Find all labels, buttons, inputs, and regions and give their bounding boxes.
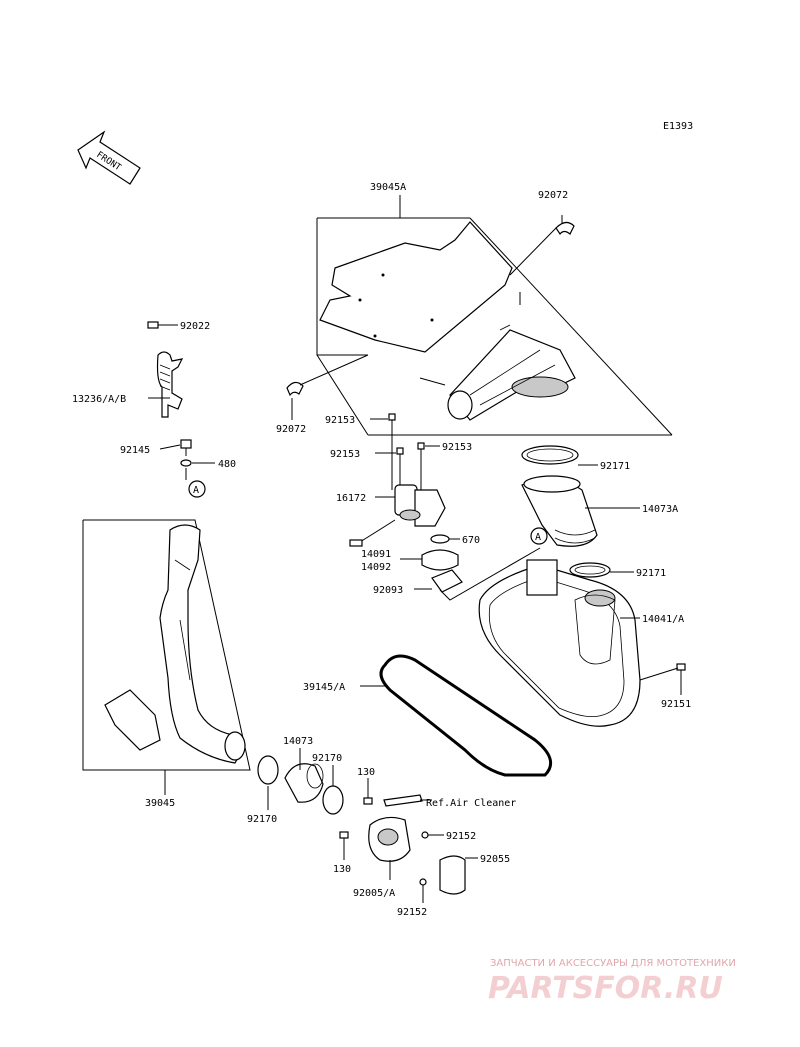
label-92005a: 92005/A	[353, 888, 395, 899]
label-92072-top: 92072	[538, 190, 568, 201]
label-39045: 39045	[145, 798, 175, 809]
bolt-130-top	[363, 778, 373, 805]
label-92152-bot: 92152	[397, 907, 427, 918]
svg-text:A: A	[535, 532, 541, 543]
clamp-92171-mid	[569, 562, 611, 578]
cover-14041a	[478, 559, 641, 727]
diagram-code: E1393	[663, 121, 693, 132]
clip-92072-left	[286, 381, 304, 397]
cover-92005a	[368, 816, 411, 862]
label-480: 480	[218, 459, 236, 470]
clip-92072-top	[555, 215, 575, 236]
label-92153-c: 92153	[442, 442, 472, 453]
label-92151: 92151	[661, 699, 691, 710]
bolts-92153	[388, 413, 425, 492]
washer-92152-top	[421, 831, 429, 839]
belt-39145a	[379, 654, 553, 777]
label-92055: 92055	[480, 854, 510, 865]
ref-air-cleaner-pipe	[383, 794, 432, 807]
svg-text:A: A	[193, 485, 199, 496]
gasket-92093	[431, 569, 463, 593]
label-92170-bot: 92170	[247, 814, 277, 825]
label-14091: 14091	[361, 549, 391, 560]
label-92022: 92022	[180, 321, 210, 332]
gasket-92055	[439, 855, 466, 895]
label-92145: 92145	[120, 445, 150, 456]
actuator-16172	[349, 484, 446, 547]
label-92153-b: 92153	[330, 449, 360, 460]
air-duct-upper	[419, 292, 576, 421]
clamp-92170-left	[257, 755, 279, 785]
label-14092: 14092	[361, 562, 391, 573]
clamp-92171-top	[521, 445, 579, 465]
watermark-brand: PARTSFOR.RU	[488, 971, 723, 1006]
label-14041a: 14041/A	[642, 614, 684, 625]
plate-14091	[421, 549, 459, 571]
coupler-14073	[284, 763, 324, 803]
choke-lever-assembly	[147, 321, 192, 480]
label-130-bot: 130	[333, 864, 351, 875]
label-39145a: 39145/A	[303, 682, 345, 693]
watermark-tagline: ЗАПЧАСТИ И АКСЕССУАРЫ ДЛЯ МОТОТЕХНИКИ	[490, 958, 736, 969]
box-39045a	[316, 195, 673, 436]
plate-39045a	[319, 221, 513, 353]
duct-14073a	[521, 475, 598, 547]
ref-circle-a-mid: A	[530, 527, 548, 545]
intake-duct-39045	[104, 524, 246, 764]
label-14073a: 14073A	[642, 504, 678, 515]
label-92171-top: 92171	[600, 461, 630, 472]
label-16172: 16172	[336, 493, 366, 504]
label-670: 670	[462, 535, 480, 546]
label-92093: 92093	[373, 585, 403, 596]
bolt-92151	[639, 663, 686, 695]
clamp-92170-right	[322, 785, 344, 815]
label-14073: 14073	[283, 736, 313, 747]
washer-92152-bot	[419, 878, 427, 886]
bolt-130-bot	[339, 831, 349, 860]
label-13236: 13236/A/B	[72, 394, 126, 405]
label-39045a: 39045A	[370, 182, 406, 193]
label-92152-top: 92152	[446, 831, 476, 842]
ref-circle-a-left: A	[188, 480, 206, 498]
oring-670	[430, 534, 450, 544]
label-92153-a: 92153	[325, 415, 355, 426]
label-92072-left: 92072	[276, 424, 306, 435]
ref-air-cleaner: Ref.Air Cleaner	[426, 798, 516, 809]
label-92171-mid: 92171	[636, 568, 666, 579]
front-arrow-icon: FRONT	[77, 130, 141, 185]
label-92170-top: 92170	[312, 753, 342, 764]
label-130-top: 130	[357, 767, 375, 778]
box-39045	[82, 519, 251, 795]
